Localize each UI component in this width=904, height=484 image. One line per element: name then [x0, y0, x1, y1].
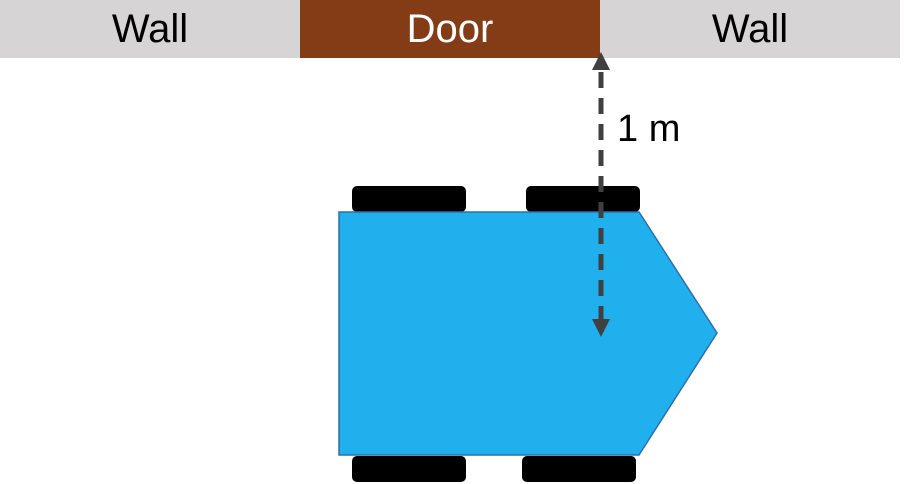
- distance-label: 1 m: [617, 108, 681, 150]
- wheel-bottom-left: [352, 456, 466, 482]
- robot-body: [338, 211, 718, 456]
- wheel-bottom-right: [522, 456, 636, 482]
- wheel-top-right: [526, 186, 640, 212]
- wall-left: Wall: [0, 0, 300, 58]
- arrowhead-up: [592, 52, 610, 70]
- wheel-top-left: [352, 186, 466, 212]
- door: Door: [300, 0, 600, 58]
- door-label: Door: [406, 6, 494, 51]
- arrowhead-down: [592, 319, 610, 337]
- wall-right-label: Wall: [711, 6, 789, 51]
- wall-left-label: Wall: [111, 6, 189, 51]
- wall-right: Wall: [600, 0, 900, 58]
